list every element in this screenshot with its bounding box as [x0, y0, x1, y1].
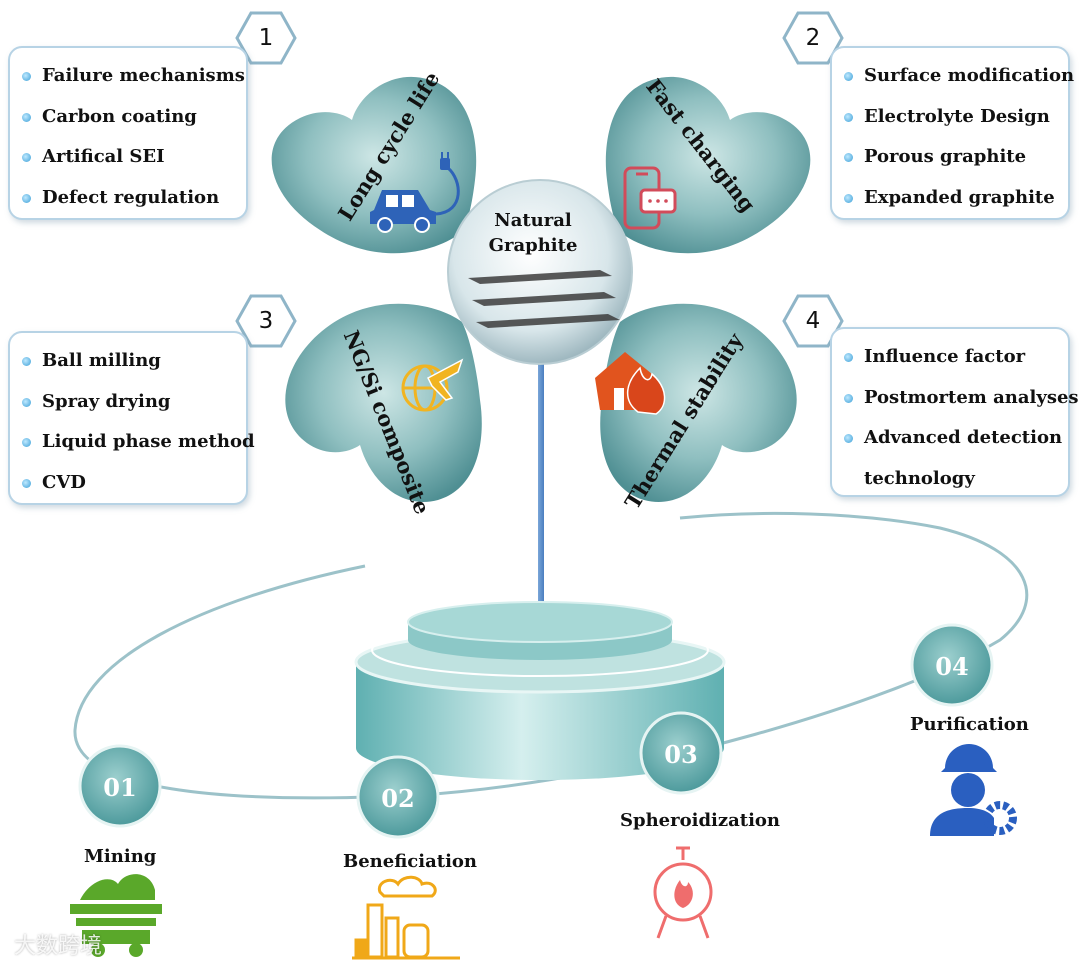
panel-4-item-continued: technology: [864, 467, 975, 489]
panel-4: Influence factor Postmortem analyses Adv…: [830, 327, 1079, 497]
step-label-mining: Mining: [84, 846, 157, 867]
panel-2-item: Expanded graphite: [842, 178, 1058, 219]
panel-1-item: Failure mechanisms: [20, 56, 245, 97]
step-04: 04: [910, 623, 994, 707]
step-02: 02: [356, 755, 440, 839]
graphite-layers: [468, 270, 620, 328]
engineer-gear-icon: [930, 744, 1017, 836]
panel-badge-3: 3: [235, 293, 297, 349]
step-label-beneficiation: Beneficiation: [343, 851, 477, 872]
step-number-03: 03: [664, 740, 697, 769]
flower-stem: [538, 360, 544, 630]
panel-badge-1: 1: [235, 10, 297, 66]
center-title-line1: Natural: [494, 210, 572, 231]
panel-4-item: Postmortem analyses: [842, 378, 1079, 419]
panel-badge-4: 4: [782, 293, 844, 349]
panel-number-1: 1: [258, 25, 274, 51]
center-node: [447, 179, 633, 365]
electric-car-icon: [370, 152, 460, 233]
panel-2-item: Electrolyte Design: [842, 97, 1058, 138]
petal-ng-si-composite: [285, 303, 482, 502]
mine-cart-icon: [70, 874, 162, 957]
step-number-01: 01: [103, 773, 136, 802]
step-label-purification: Purification: [910, 714, 1029, 735]
panel-badge-2: 2: [782, 10, 844, 66]
step-label-spheroidization: Spheroidization: [620, 810, 781, 831]
panel-3-item: Ball milling: [20, 341, 236, 382]
center-title-line2: Graphite: [489, 235, 578, 256]
phone-chat-icon: [623, 166, 677, 230]
panel-4-item: Influence factor: [842, 337, 1058, 378]
panel-3-item: Liquid phase method: [20, 422, 255, 463]
petal-thermal-stability: [600, 303, 797, 502]
panel-4-item: Advanced detection: [842, 418, 1062, 459]
step-01: 01: [78, 744, 162, 828]
house-fire-icon: [595, 352, 666, 415]
watermark: 大数跨境: [14, 934, 103, 959]
pedestal: [354, 601, 726, 780]
plane-globe-icon: [401, 358, 464, 412]
panel-1: Failure mechanisms Carbon coating Artifi…: [8, 46, 248, 220]
panel-number-4: 4: [805, 308, 821, 334]
panel-2-item: Porous graphite: [842, 137, 1058, 178]
panel-1-item: Artifical SEI: [20, 137, 236, 178]
panel-2: Surface modification Electrolyte Design …: [830, 46, 1074, 220]
panel-number-2: 2: [805, 25, 821, 51]
step-03: 03: [639, 711, 723, 795]
panel-1-item: Defect regulation: [20, 178, 236, 219]
furnace-fire-icon: [653, 846, 713, 939]
panel-2-item: Surface modification: [842, 56, 1074, 97]
factory-icon: [352, 875, 460, 960]
step-number-04: 04: [935, 652, 968, 681]
panel-3: Ball milling Spray drying Liquid phase m…: [8, 331, 255, 505]
panel-number-3: 3: [258, 308, 274, 334]
step-number-02: 02: [381, 784, 414, 813]
panel-3-item: Spray drying: [20, 382, 236, 423]
panel-3-item: CVD: [20, 463, 236, 504]
panel-1-item: Carbon coating: [20, 97, 236, 138]
